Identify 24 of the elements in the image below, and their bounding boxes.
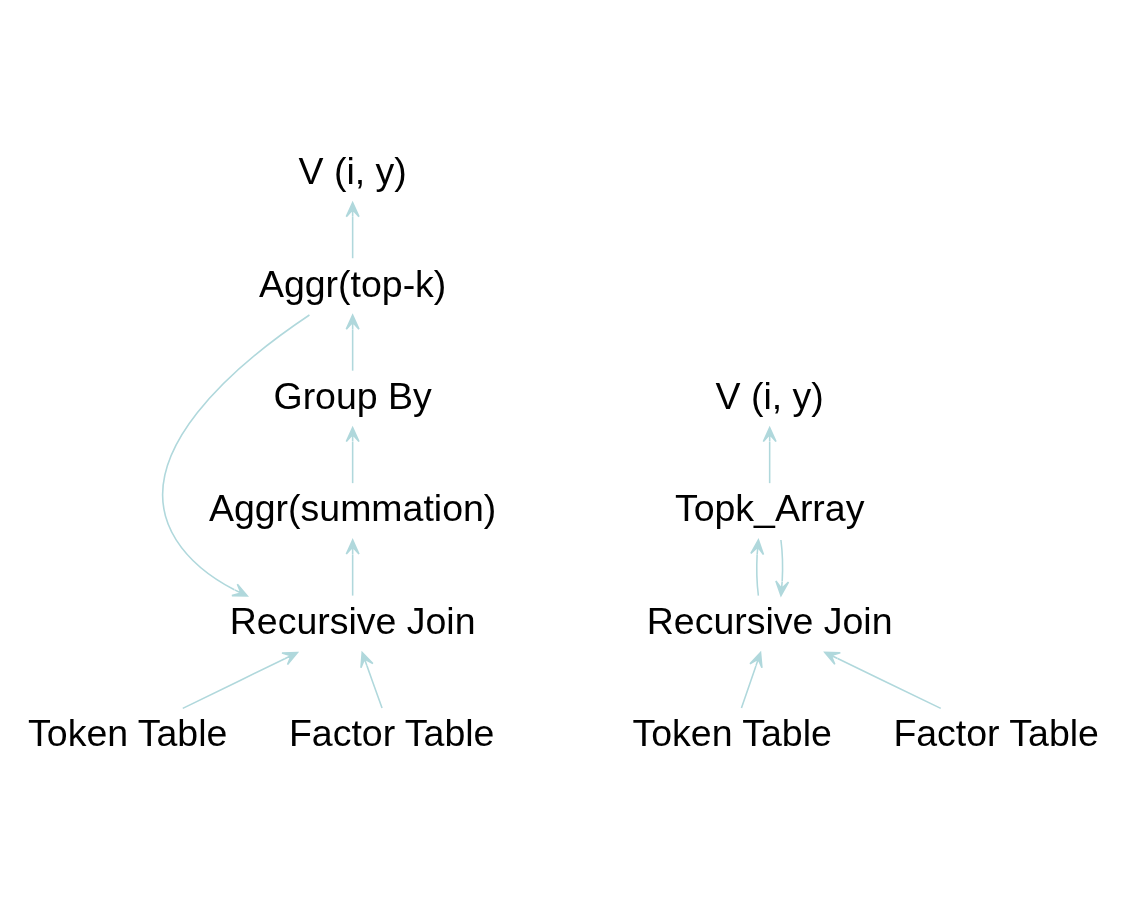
node-text: Factor Table (893, 712, 1099, 755)
node-text: Aggr(summation) (208, 487, 497, 530)
arrow (345, 201, 360, 259)
arrow (345, 314, 360, 372)
node-text: Group By (273, 374, 432, 417)
arrow (360, 651, 383, 709)
arrow (750, 539, 765, 597)
arrow (345, 426, 360, 484)
node-text: Topk_Array (674, 487, 865, 530)
arrow (740, 651, 763, 709)
arrow (824, 651, 942, 710)
arrow (345, 539, 360, 597)
arrow (775, 539, 790, 597)
arrow (161, 314, 311, 597)
node-text: Aggr(top-k) (258, 262, 447, 305)
arrow (762, 426, 777, 484)
node-text: Recursive Join (646, 599, 893, 642)
node-text: Token Table (632, 712, 832, 755)
node-text: Token Table (28, 712, 228, 755)
arrow (182, 651, 299, 710)
node-text: V (i, y) (298, 150, 407, 193)
node-text: Recursive Join (229, 599, 476, 642)
node-text: V (i, y) (715, 374, 824, 417)
node-text: Factor Table (288, 712, 495, 755)
